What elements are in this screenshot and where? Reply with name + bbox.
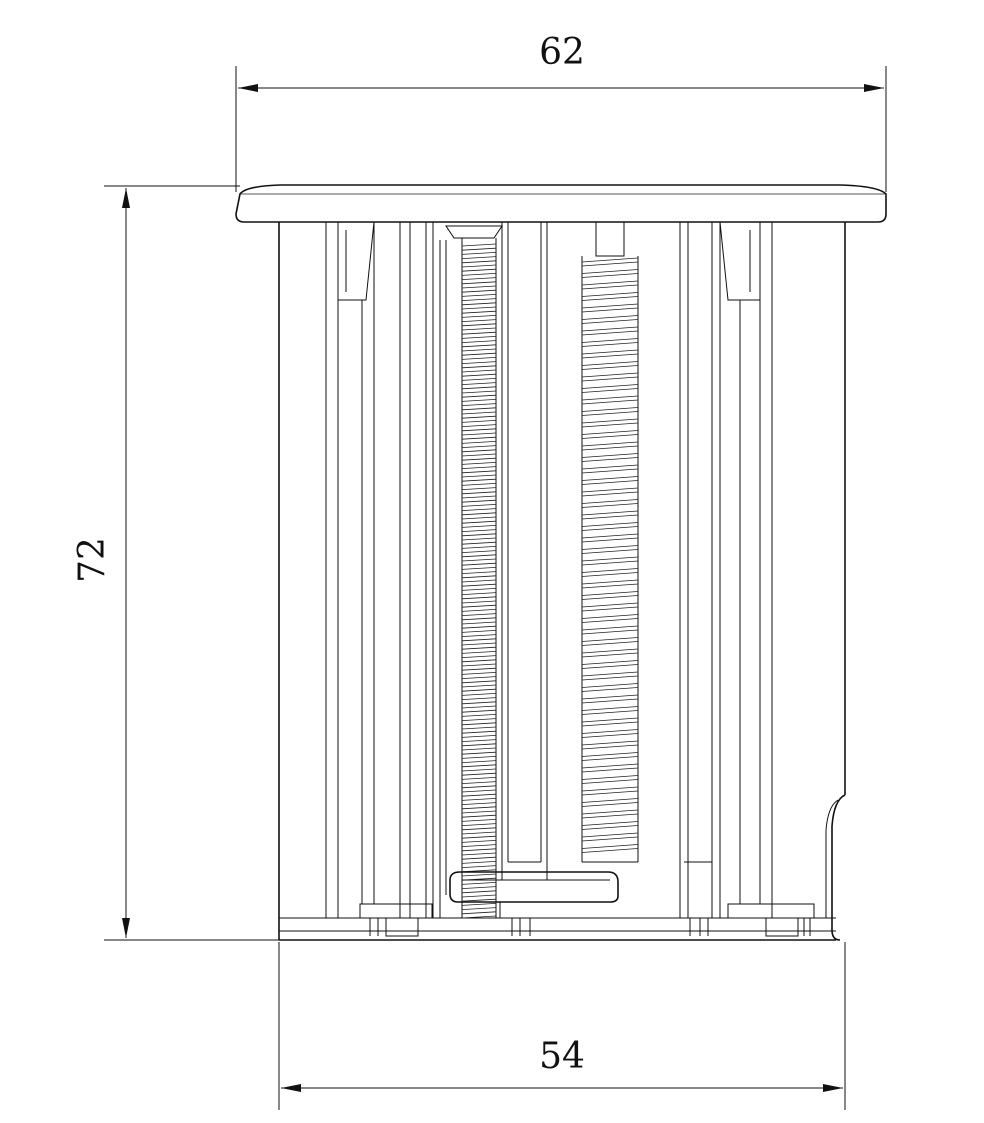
body — [278, 222, 846, 941]
screw — [445, 225, 503, 919]
dimension-bottom-width-label: 54 — [539, 1036, 585, 1077]
panel-lines — [325, 221, 773, 918]
center-channel — [501, 222, 548, 880]
cap — [235, 184, 887, 223]
dimension-top-width: 62 — [235, 32, 887, 192]
dimension-top-width-label: 62 — [539, 32, 585, 73]
rack-teeth — [581, 257, 639, 853]
dimension-bottom-width: 54 — [278, 942, 846, 1110]
dimension-height: 72 — [72, 185, 280, 941]
bottom-clips — [359, 903, 815, 937]
dimension-height-label: 72 — [72, 537, 113, 583]
slider-block — [449, 871, 619, 918]
screw-threads — [461, 243, 497, 919]
ratchet-rack — [581, 222, 639, 863]
